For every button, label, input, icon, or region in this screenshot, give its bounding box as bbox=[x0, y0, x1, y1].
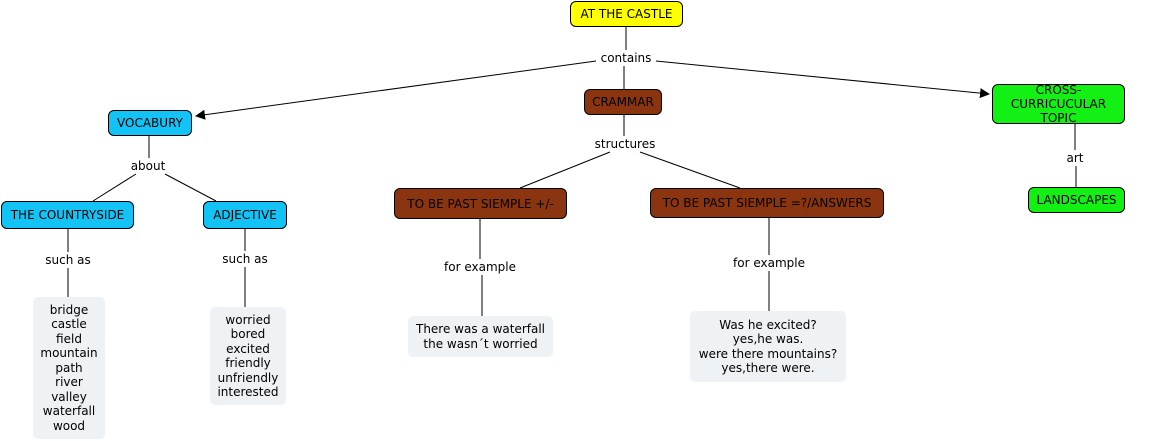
node-the-countryside[interactable]: THE COUNTRYSIDE bbox=[1, 201, 134, 229]
word-item: interested bbox=[217, 385, 279, 399]
word-item: river bbox=[55, 375, 83, 390]
node-label: CRAMMAR bbox=[592, 95, 654, 109]
link-contains: contains bbox=[598, 51, 654, 65]
example-sentence: yes,he was. bbox=[732, 332, 804, 346]
word-item: path bbox=[55, 360, 83, 375]
node-label: AT THE CASTLE bbox=[580, 7, 673, 21]
node-grammar[interactable]: CRAMMAR bbox=[584, 89, 662, 115]
node-label: ADJECTIVE bbox=[213, 208, 277, 222]
node-cross-curricular-topic[interactable]: CROSS-CURRICUCULAR TOPIC bbox=[992, 83, 1125, 125]
note-adjective-words: worried bored excited friendly unfriendl… bbox=[210, 307, 286, 405]
word-item: field bbox=[56, 331, 82, 346]
word-item: wood bbox=[52, 418, 86, 433]
node-landscapes[interactable]: LANDSCAPES bbox=[1028, 187, 1125, 213]
word-item: excited bbox=[226, 341, 270, 356]
edge-contains-vocabulary bbox=[195, 60, 597, 120]
edge-contains-cross bbox=[655, 60, 990, 99]
example-sentence: Was he excited? bbox=[719, 317, 817, 332]
node-label: CROSS-CURRICUCULAR TOPIC bbox=[1010, 83, 1107, 125]
word-item: valley bbox=[51, 389, 87, 404]
link-for-example-past-q: for example bbox=[731, 256, 807, 270]
node-to-be-past-simple-questions[interactable]: TO BE PAST SIEMPLE =?/ANSWERS bbox=[650, 188, 884, 218]
example-sentence: yes,there were. bbox=[721, 361, 815, 375]
example-sentence: the wasn´t worried bbox=[423, 336, 538, 351]
node-adjective[interactable]: ADJECTIVE bbox=[203, 201, 287, 229]
link-art: art bbox=[1064, 151, 1086, 165]
word-item: bored bbox=[230, 327, 266, 341]
example-sentence: There was a waterfall bbox=[415, 322, 546, 336]
link-about: about bbox=[128, 159, 168, 173]
node-label: THE COUNTRYSIDE bbox=[10, 208, 125, 222]
word-item: waterfall bbox=[42, 404, 96, 419]
node-at-the-castle[interactable]: AT THE CASTLE bbox=[570, 1, 683, 27]
edge-structures-pastplus bbox=[519, 151, 611, 189]
node-label: VOCABURY bbox=[117, 116, 183, 130]
word-item: castle bbox=[51, 317, 87, 332]
node-label: LANDSCAPES bbox=[1036, 193, 1117, 207]
link-such-as-countryside: such as bbox=[43, 253, 93, 267]
node-label: TO BE PAST SIEMPLE +/- bbox=[407, 196, 554, 211]
note-past-q-examples: Was he excited? yes,he was. were there m… bbox=[690, 311, 846, 382]
edge-about-countryside bbox=[92, 173, 137, 202]
node-label: TO BE PAST SIEMPLE =?/ANSWERS bbox=[662, 196, 872, 210]
link-such-as-adjective: such as bbox=[220, 252, 270, 266]
link-structures: structures bbox=[592, 137, 658, 151]
node-to-be-past-simple-plus-minus[interactable]: TO BE PAST SIEMPLE +/- bbox=[394, 188, 567, 219]
word-item: friendly bbox=[225, 356, 271, 370]
note-past-plus-examples: There was a waterfall the wasn´t worried bbox=[408, 316, 553, 357]
edge-about-adjective bbox=[164, 173, 217, 202]
word-item: bridge bbox=[49, 302, 89, 317]
node-vocabulary[interactable]: VOCABURY bbox=[108, 110, 192, 136]
word-item: unfriendly bbox=[217, 370, 279, 385]
word-item: worried bbox=[225, 312, 271, 327]
word-item: mountain bbox=[40, 346, 98, 361]
example-sentence: were there mountains? bbox=[698, 346, 838, 361]
edge-structures-pastq bbox=[639, 151, 741, 189]
note-countryside-words: bridge castle field mountain path river … bbox=[33, 297, 105, 439]
link-for-example-past-plus: for example bbox=[442, 260, 518, 274]
